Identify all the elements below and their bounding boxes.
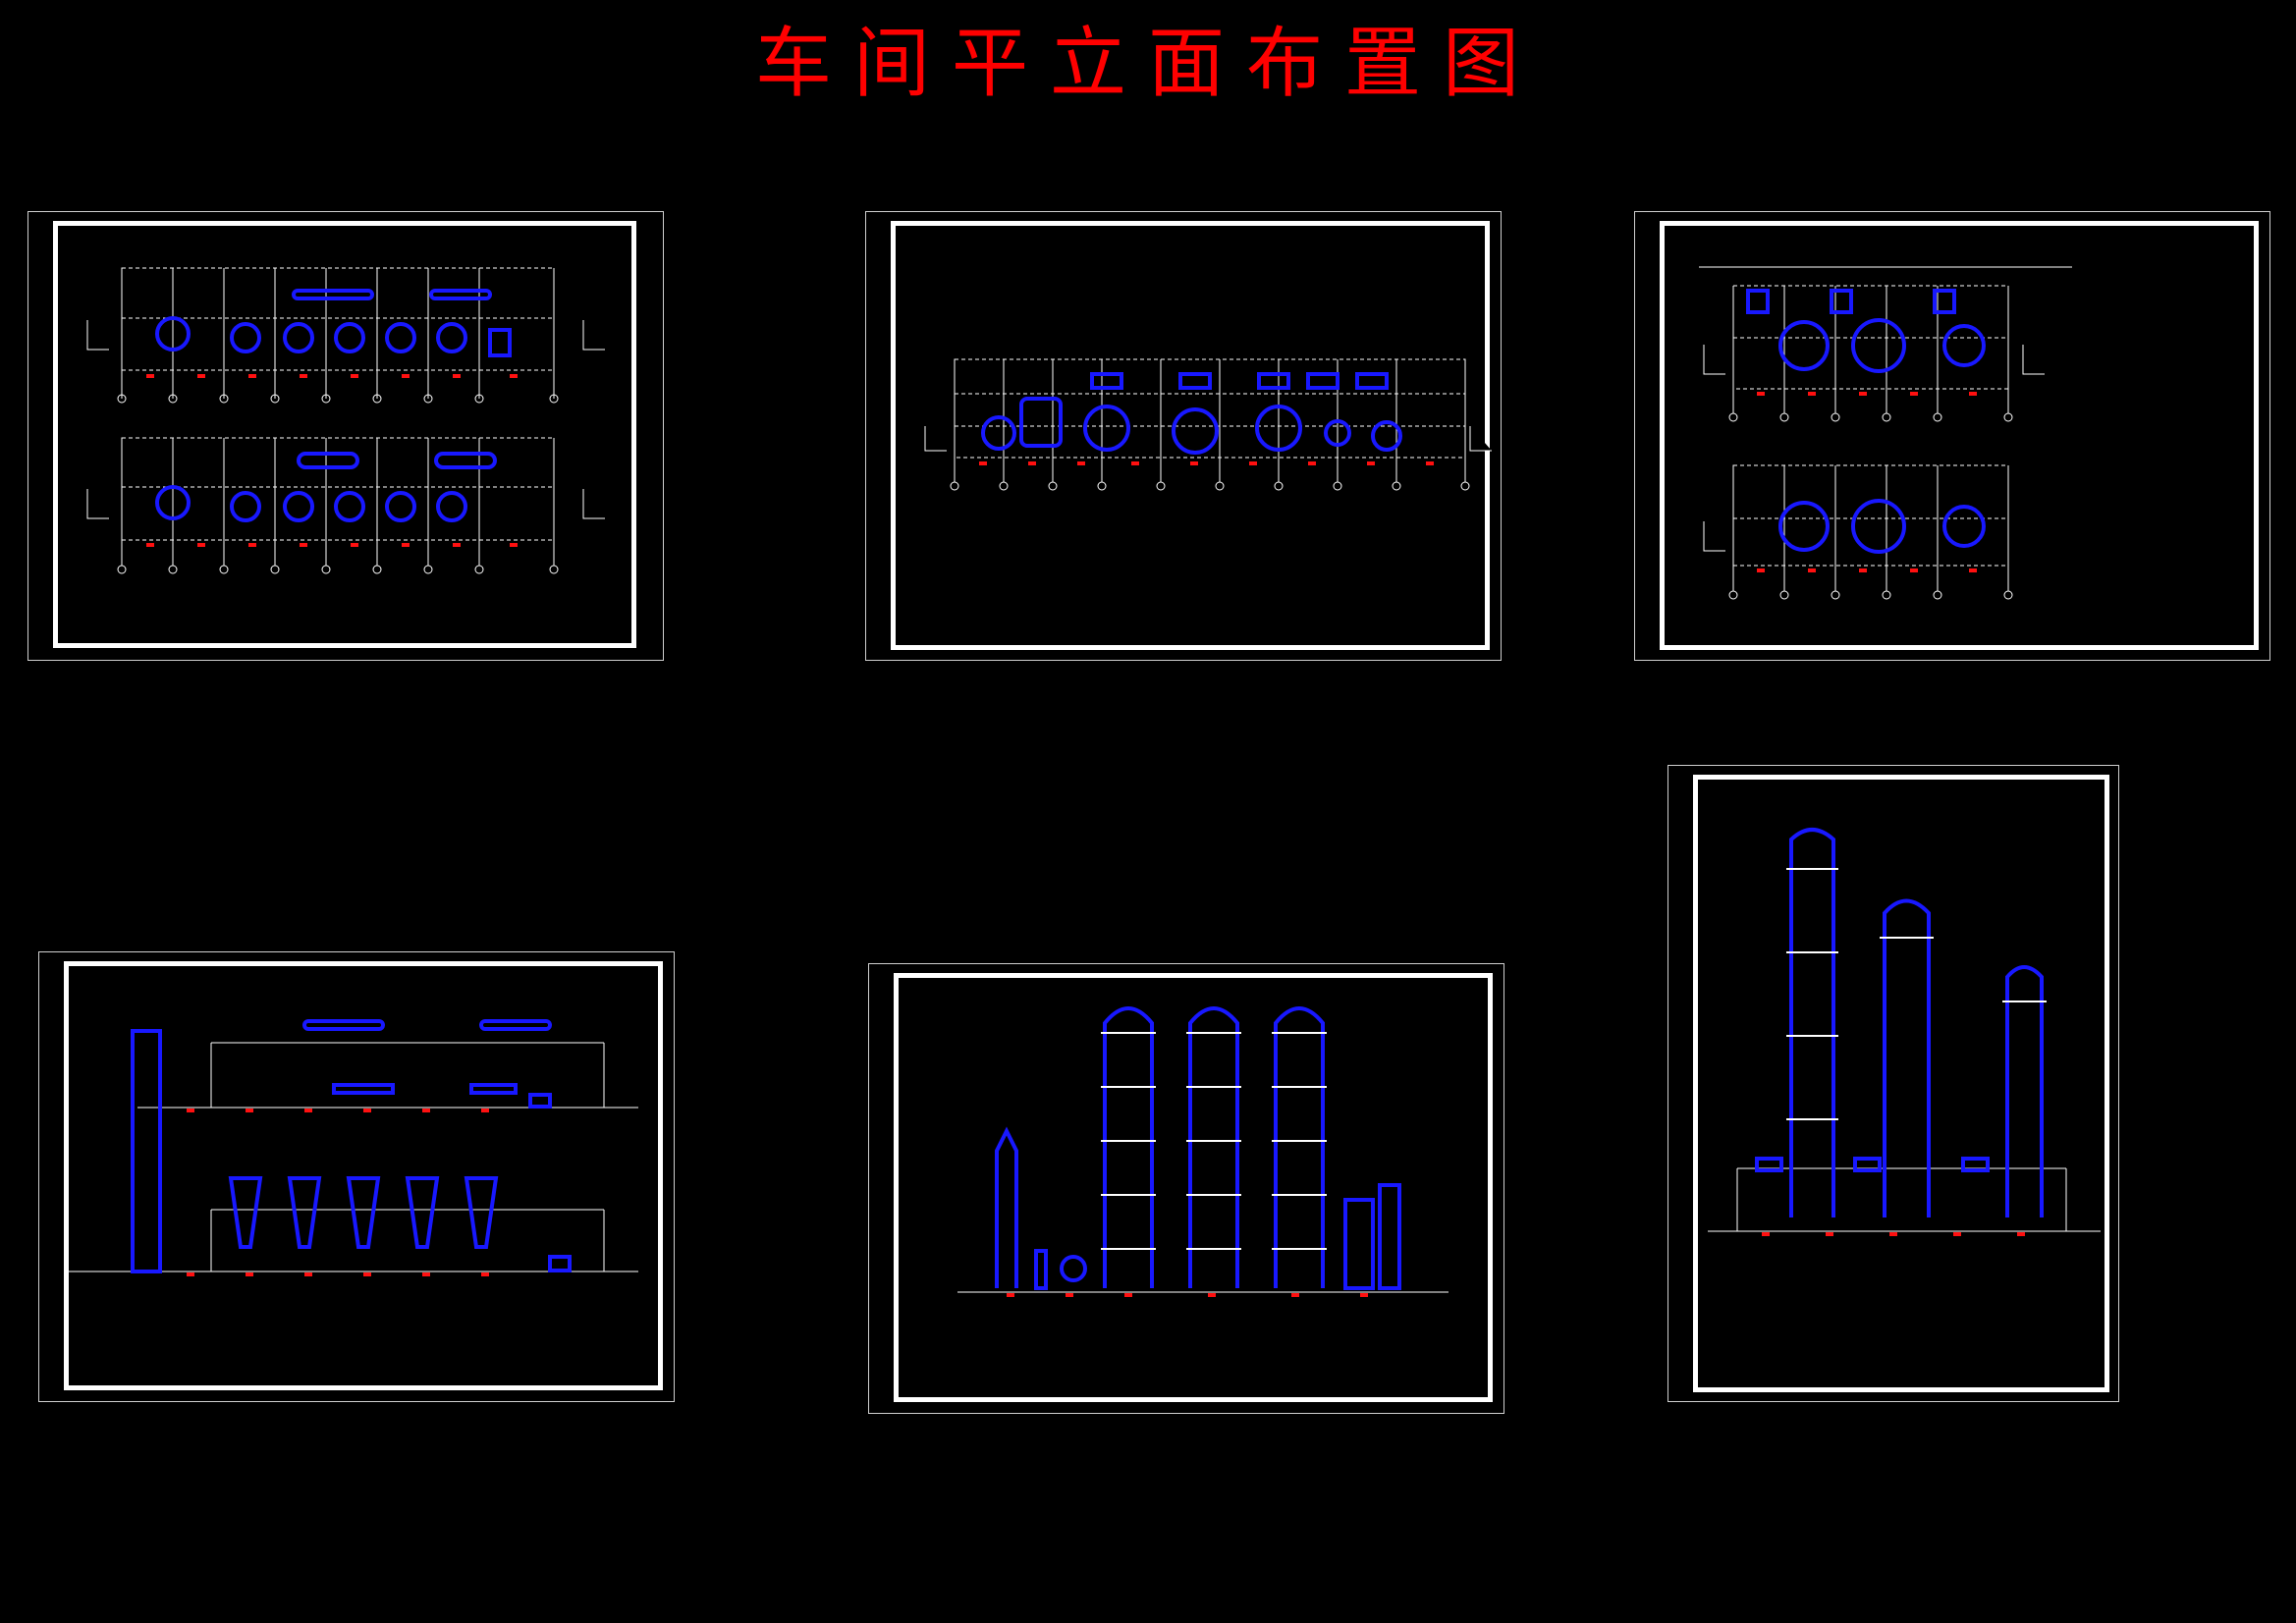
sheet-elevation-towers[interactable] bbox=[868, 963, 1504, 1414]
sheet-elevation-right[interactable] bbox=[1667, 765, 2119, 1402]
sheet-6-drawing bbox=[1708, 828, 2101, 1236]
sheet-2-drawing bbox=[924, 358, 1492, 491]
sheet-floor-plans-left[interactable] bbox=[27, 211, 664, 661]
sheet-floor-plans-right[interactable] bbox=[1634, 211, 2270, 661]
sheet-floor-plan-middle[interactable] bbox=[865, 211, 1502, 661]
sheet-5-drawing bbox=[957, 1006, 1449, 1297]
sheet-elevations-left[interactable] bbox=[38, 951, 675, 1402]
sheet-4-drawing bbox=[69, 1019, 638, 1276]
drawing-title: 车间平立面布置图 bbox=[754, 20, 1541, 108]
sheet-3-drawing bbox=[1699, 266, 2072, 600]
sheet-1-drawing bbox=[86, 267, 605, 574]
